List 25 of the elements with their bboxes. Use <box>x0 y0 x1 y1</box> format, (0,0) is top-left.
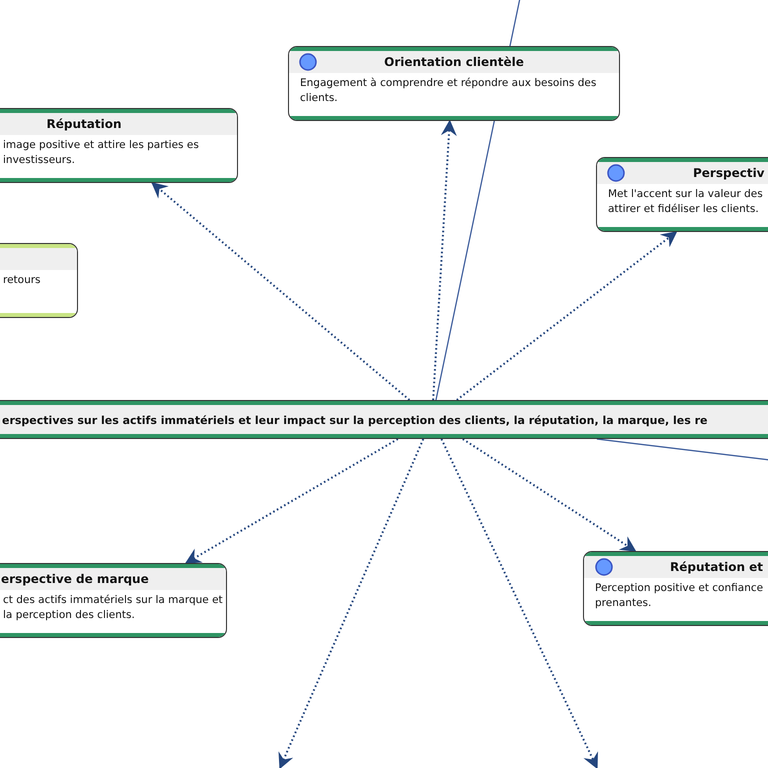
dotted-arrow <box>151 182 410 401</box>
topic-card <box>0 108 238 183</box>
dotted-arrow <box>278 438 424 768</box>
topic-card <box>583 551 768 626</box>
topic-card <box>596 157 768 232</box>
dotted-arrow <box>462 438 636 552</box>
dotted-arrow <box>432 120 457 400</box>
topic-description: Met l'accent sur la valeur des attirer et fidéliser les clients. <box>608 187 764 217</box>
central-topic-card <box>0 400 768 439</box>
dotted-arrow <box>440 438 598 768</box>
topic-description: retours <box>3 273 42 288</box>
dotted-arrow <box>456 231 678 401</box>
topic-description: Engagement à comprendre et répondre aux besoins des clients. <box>300 76 598 106</box>
topic-title: erspectives sur les actifs immatériels et leur impact sur la perception des clients, la réputation, la marque, les re <box>2 414 708 426</box>
connector-line <box>596 438 768 461</box>
topic-title: Perspectiv <box>693 166 765 180</box>
topic-description: ct des actifs immatériels sur la marque et la perception des clients. <box>3 593 223 623</box>
topic-title: Réputation <box>46 117 122 131</box>
topic-card <box>288 46 620 121</box>
topic-title: Orientation clientèle <box>384 55 524 69</box>
topic-title: Réputation et <box>670 560 764 574</box>
topic-description: Perception positive et confiance prenantes. <box>595 581 764 611</box>
dotted-arrow <box>184 438 398 564</box>
topic-title: erspective de marque <box>1 572 149 586</box>
topic-description: image positive et attire les parties es investisseurs. <box>3 138 200 168</box>
